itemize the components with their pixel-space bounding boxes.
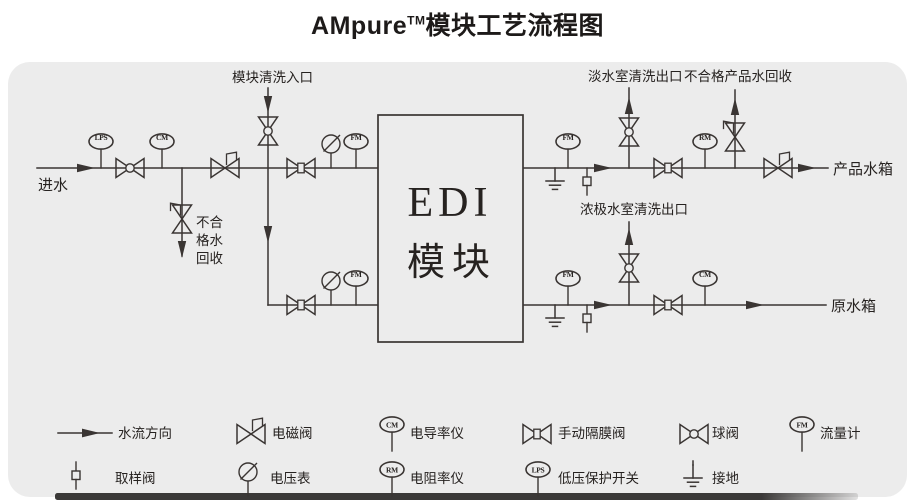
label-reject-recovery-line2: 格水 <box>196 233 223 248</box>
legend-sampling-valve: 取样阀 <box>71 461 156 490</box>
title-trademark: TM <box>407 13 426 28</box>
svg-text:RM: RM <box>386 466 398 475</box>
svg-text:取样阀: 取样阀 <box>115 471 156 486</box>
edi-box-line2: 模块 <box>407 242 497 284</box>
flow-arrow-right-icon <box>594 163 612 173</box>
flow-arrow-up-icon <box>624 97 634 114</box>
svg-text:CM: CM <box>156 133 168 142</box>
svg-text:球阀: 球阀 <box>712 426 739 441</box>
svg-text:接地: 接地 <box>712 470 740 486</box>
label-offspec-product-recovery: 不合格产品水回收 <box>684 69 792 84</box>
flow-arrow-down-icon <box>177 241 187 258</box>
label-reject-recovery-line1: 不合 <box>196 215 223 230</box>
conductivity-meter-indicator: CM <box>692 270 718 306</box>
legend-conductivity-meter: CM 电导率仪 <box>379 416 464 452</box>
label-fresh-chamber-clean-outlet: 淡水室清洗出口 <box>588 68 683 84</box>
page-title: AMpureTM模块工艺流程图 <box>0 6 915 42</box>
edi-box-line1: EDI <box>408 180 493 226</box>
title-suffix: 模块工艺流程图 <box>425 12 604 40</box>
svg-text:FM: FM <box>562 133 573 142</box>
svg-text:LPS: LPS <box>95 133 108 142</box>
svg-text:电压表: 电压表 <box>270 471 311 486</box>
svg-text:RM: RM <box>699 133 711 142</box>
label-module-clean-inlet: 模块清洗入口 <box>232 70 313 85</box>
flow-arrow-right-icon <box>594 300 612 310</box>
flow-meter-indicator: FM <box>343 133 369 169</box>
flow-meter-indicator: FM <box>343 270 369 306</box>
flow-arrow-right-icon <box>798 163 816 173</box>
edi-module-box: EDI 模块 <box>377 114 524 343</box>
flow-arrow-up-icon <box>624 228 634 245</box>
panel-bottom-shadow <box>55 493 858 500</box>
svg-text:电导率仪: 电导率仪 <box>410 425 464 441</box>
legend-solenoid-valve: 电磁阀 <box>237 418 313 443</box>
svg-text:FM: FM <box>562 270 573 279</box>
svg-text:FM: FM <box>350 133 361 142</box>
legend-flow-meter: FM 流量计 <box>789 416 861 452</box>
label-reject-recovery-line3: 回收 <box>196 251 223 266</box>
conductivity-meter-indicator: CM <box>149 133 175 169</box>
flow-arrow-down-icon <box>263 96 273 113</box>
label-inlet: 进水 <box>38 177 68 194</box>
legend-ball-valve: 球阀 <box>680 425 739 444</box>
svg-text:手动隔膜阀: 手动隔膜阀 <box>558 426 626 441</box>
legend: 水流方向 电磁阀 CM 电导率仪 手动隔膜阀 球阀 FM <box>57 416 861 497</box>
legend-manual-diaphragm-valve: 手动隔膜阀 <box>523 425 626 444</box>
svg-text:FM: FM <box>350 270 361 279</box>
svg-text:电磁阀: 电磁阀 <box>272 426 313 441</box>
legend-grounding: 接地 <box>683 460 740 488</box>
flow-meter-indicator: FM <box>555 133 581 169</box>
low-pressure-switch-indicator: LPS <box>88 133 114 169</box>
label-concentrate-chamber-clean-outlet: 浓极水室清洗出口 <box>580 201 688 217</box>
legend-resistivity-meter: RM 电阻率仪 <box>379 461 464 497</box>
svg-text:低压保护开关: 低压保护开关 <box>558 471 639 486</box>
svg-text:CM: CM <box>386 421 398 430</box>
flow-arrow-up-icon <box>730 98 740 115</box>
flow-arrow-down-icon <box>263 226 273 243</box>
svg-text:LPS: LPS <box>532 466 545 475</box>
flow-arrow-right-icon <box>82 428 100 438</box>
legend-voltmeter: 电压表 <box>238 462 311 497</box>
flow-arrows <box>77 96 816 310</box>
instruments: LPS CM FM FM FM RM <box>88 133 718 333</box>
svg-text:电阻率仪: 电阻率仪 <box>410 470 464 486</box>
legend-flow-direction: 水流方向 <box>57 426 172 441</box>
svg-text:FM: FM <box>796 421 807 430</box>
legend-low-pressure-switch: LPS 低压保护开关 <box>525 461 639 497</box>
flow-arrow-right-icon <box>77 163 95 173</box>
svg-text:CM: CM <box>699 270 711 279</box>
title-brand: AMpure <box>311 12 408 40</box>
svg-text:水流方向: 水流方向 <box>118 426 172 441</box>
label-raw-water-tank: 原水箱 <box>831 298 876 315</box>
flow-meter-indicator: FM <box>555 270 581 306</box>
resistivity-meter-indicator: RM <box>692 133 718 169</box>
flow-arrow-right-icon <box>746 300 764 310</box>
stream-labels: 进水 模块清洗入口 不合 格水 回收 淡水室清洗出口 不合格产品水回收 产品水箱… <box>38 68 893 315</box>
label-product-tank: 产品水箱 <box>833 161 893 178</box>
svg-text:流量计: 流量计 <box>820 426 861 441</box>
